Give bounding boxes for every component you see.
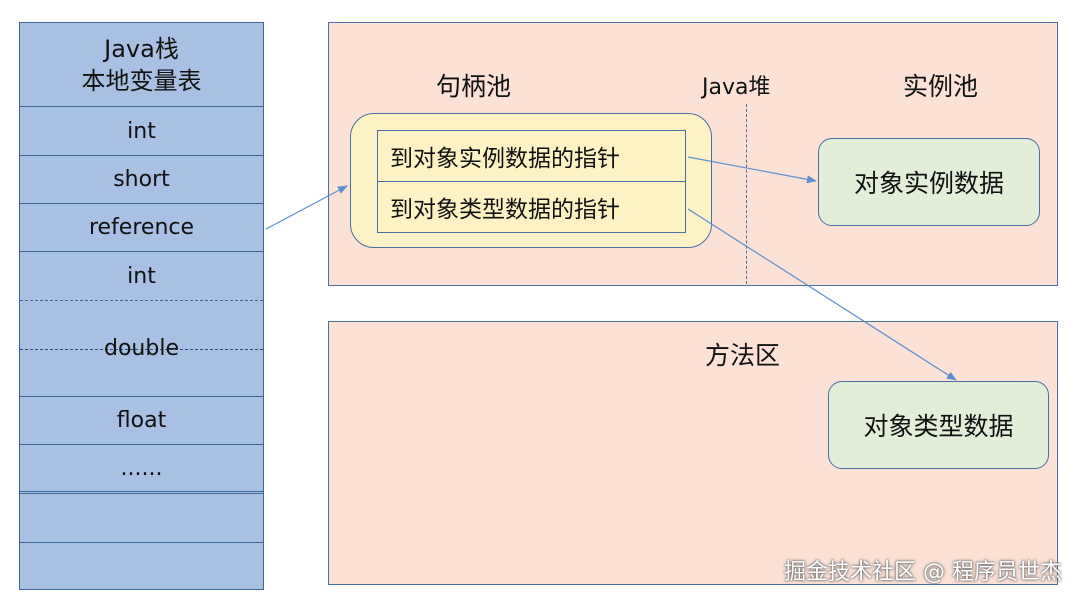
stack-title-line1: Java栈 bbox=[104, 34, 179, 63]
handle-pool-label: 句柄池 bbox=[436, 72, 512, 101]
stack-slot-empty-1 bbox=[20, 494, 263, 543]
java-heap-label: Java堆 bbox=[702, 75, 771, 100]
stack-slot-empty-2 bbox=[20, 543, 263, 591]
pointer-to-type-data: 到对象类型数据的指针 bbox=[377, 181, 686, 233]
stack-slot-float: float bbox=[20, 397, 263, 445]
stack-title-line2: 本地变量表 bbox=[81, 66, 202, 95]
stack-slot-double-label: double bbox=[104, 336, 179, 361]
stack-title: Java栈 本地变量表 bbox=[20, 23, 263, 107]
stack-slot-short: short bbox=[20, 156, 263, 204]
object-type-data: 对象类型数据 bbox=[828, 381, 1049, 469]
watermark: 掘金技术社区 @ 程序员世杰 bbox=[784, 560, 1062, 585]
object-instance-data: 对象实例数据 bbox=[818, 138, 1040, 226]
method-area-label: 方法区 bbox=[705, 341, 781, 370]
double-slot-divider bbox=[20, 349, 263, 350]
stack-slot-ellipsis: ...... bbox=[20, 445, 263, 494]
stack-slot-double bbox=[20, 301, 263, 397]
stack-slot-int-2: int bbox=[20, 252, 263, 301]
instance-pool-label: 实例池 bbox=[903, 72, 979, 101]
java-stack: Java栈 本地变量表 int short reference int doub… bbox=[19, 22, 264, 590]
stack-slot-reference: reference bbox=[20, 204, 263, 252]
pointer-to-instance-data: 到对象实例数据的指针 bbox=[377, 130, 686, 182]
heap-divider bbox=[746, 104, 747, 284]
stack-slot-int: int bbox=[20, 107, 263, 156]
